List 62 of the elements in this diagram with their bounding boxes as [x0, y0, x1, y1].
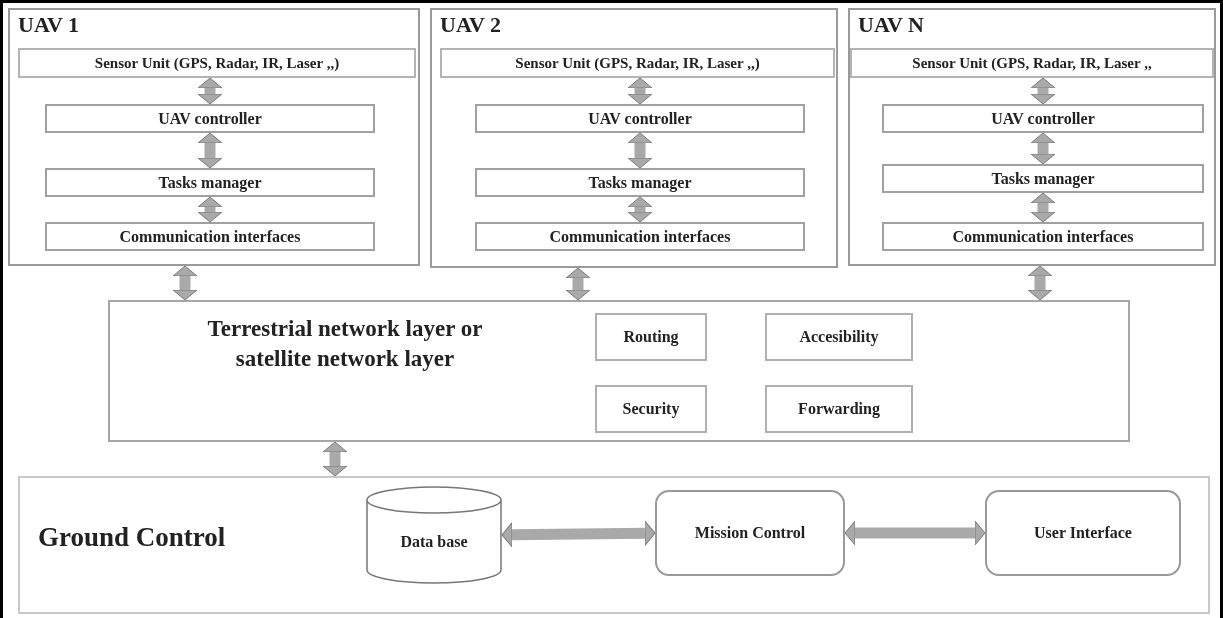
- box-label: User Interface: [1034, 524, 1132, 542]
- module-box: [475, 222, 805, 251]
- sensor-box: [440, 48, 835, 78]
- double-arrow: [1030, 77, 1056, 105]
- uav-panel: [430, 8, 838, 268]
- box-label: Communication interfaces: [119, 227, 301, 246]
- box-label: Accesibility: [799, 328, 879, 346]
- function-box: [595, 385, 707, 433]
- double-arrow: [627, 196, 653, 223]
- box-label: Communication interfaces: [952, 227, 1134, 246]
- box-label: Sensor Unit (GPS, Radar, IR, Laser ,,: [912, 54, 1152, 72]
- box-label: Sensor Unit (GPS, Radar, IR, Laser ,,): [94, 54, 340, 72]
- double-arrow: [197, 196, 223, 223]
- box-label: UAV controller: [158, 109, 262, 128]
- box-label: Routing: [623, 328, 679, 346]
- double-arrow: [197, 132, 223, 169]
- box-label: UAV controller: [588, 109, 692, 128]
- uav-panel: [8, 8, 420, 266]
- double-arrow: [627, 132, 653, 169]
- module-box: [45, 168, 375, 197]
- module-box: [475, 104, 805, 133]
- box-label: Communication interfaces: [549, 227, 731, 246]
- sensor-box: [850, 48, 1214, 78]
- box-label: Security: [622, 400, 680, 418]
- module-box: [475, 168, 805, 197]
- function-box: [765, 313, 913, 361]
- double-arrow: [565, 267, 591, 301]
- double-arrow: [322, 441, 348, 477]
- double-arrow: [197, 77, 223, 105]
- uav-panel: [848, 8, 1216, 266]
- box-label: Sensor Unit (GPS, Radar, IR, Laser ,,): [515, 54, 760, 72]
- panel-title: Terrestrial network layer or satellite network layer: [206, 315, 484, 373]
- double-arrow: [844, 520, 986, 546]
- module-box: [882, 222, 1204, 251]
- ground-control-panel: [18, 476, 1210, 614]
- double-arrow: [172, 265, 198, 301]
- double-arrow: [1030, 192, 1056, 223]
- box-label: UAV controller: [991, 109, 1095, 128]
- sensor-box: [18, 48, 416, 78]
- double-arrow: [501, 520, 656, 548]
- panel-title: Ground Control: [38, 522, 226, 553]
- network-layer-panel: [108, 300, 1130, 442]
- double-arrow: [1027, 265, 1053, 301]
- box-label: Tasks manager: [588, 173, 692, 192]
- panel-title: UAV N: [858, 12, 924, 38]
- rounded-box: [655, 490, 845, 576]
- double-arrow: [1030, 132, 1056, 165]
- box-label: Forwarding: [798, 400, 880, 418]
- double-arrow: [627, 77, 653, 105]
- function-box: [765, 385, 913, 433]
- box-label: Mission Control: [694, 524, 806, 542]
- box-label: Tasks manager: [158, 173, 262, 192]
- module-box: [882, 164, 1204, 193]
- panel-title: UAV 1: [18, 12, 79, 38]
- module-box: [882, 104, 1204, 133]
- box-label: Tasks manager: [991, 169, 1095, 188]
- module-box: [45, 222, 375, 251]
- rounded-box: [985, 490, 1181, 576]
- function-box: [595, 313, 707, 361]
- panel-title: UAV 2: [440, 12, 501, 38]
- module-box: [45, 104, 375, 133]
- box-label: Data base: [400, 533, 468, 551]
